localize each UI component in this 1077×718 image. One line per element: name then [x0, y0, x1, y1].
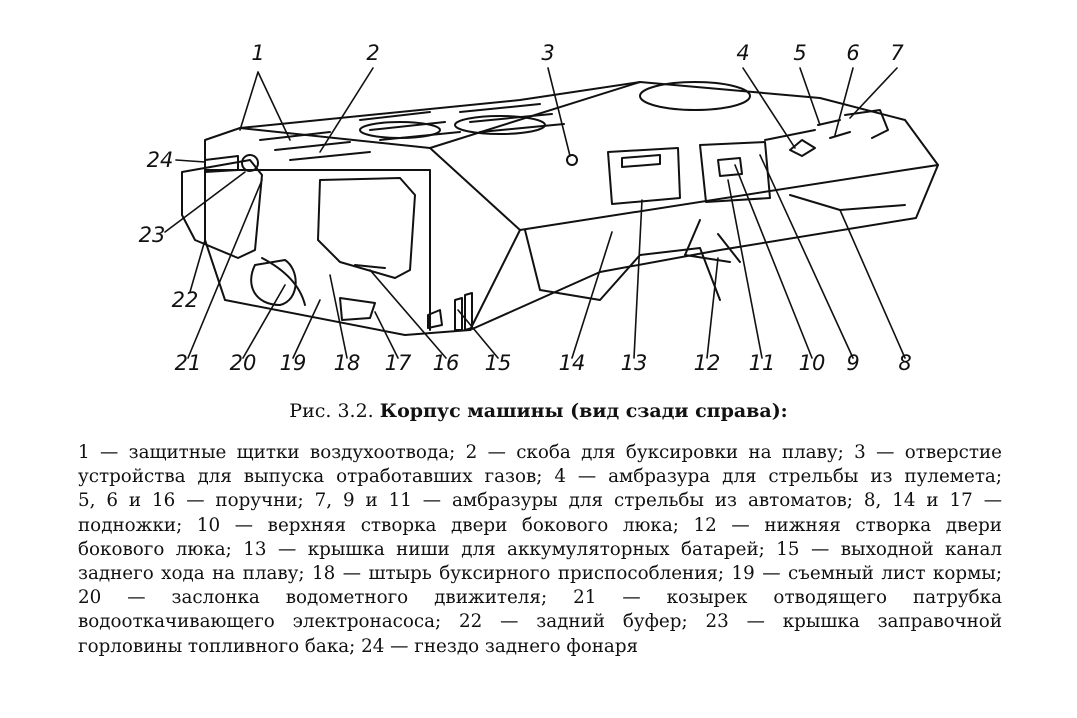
turret-hatch [639, 81, 751, 111]
callout-13: 13 [621, 351, 648, 375]
callout-1: 1 [251, 41, 264, 65]
callout-18: 18 [334, 351, 361, 375]
caption-title: Корпус машины (вид сзади справа): [379, 400, 788, 422]
armored-vehicle-hull-drawing: 1 2 3 4 5 6 7 24 23 22 21 20 19 18 17 16… [139, 41, 939, 375]
callout-7: 7 [890, 41, 904, 65]
callout-11: 11 [749, 351, 776, 375]
battery-niche-cover [607, 147, 681, 205]
legend-line: подножки; 10 — верхняя створка двери бок… [78, 514, 1002, 536]
callout-12: 12 [694, 351, 721, 375]
hull-outline [204, 81, 939, 336]
callout-2: 2 [366, 41, 379, 65]
callout-9: 9 [846, 351, 859, 375]
callout-19: 19 [280, 351, 307, 375]
callout-20: 20 [230, 351, 257, 375]
callout-10: 10 [799, 351, 826, 375]
callout-4: 4 [736, 41, 749, 65]
legend-line: 20 — заслонка водометного движителя; 21 … [78, 587, 1002, 609]
callout-24: 24 [147, 148, 174, 172]
legend-line: горловины топливного бака; 24 — гнездо з… [78, 635, 639, 657]
caption-prefix: Рис. 3.2. [289, 400, 374, 422]
legend-line: водооткачивающего электронасоса; 22 — за… [78, 611, 1002, 633]
callout-15: 15 [485, 351, 512, 375]
callout-23: 23 [139, 223, 166, 247]
legend-line: бокового люка; 13 — крышка ниши для акку… [78, 538, 1002, 560]
side-hatch [699, 141, 771, 203]
rear-panel-left [181, 159, 263, 259]
callout-17: 17 [385, 351, 412, 375]
water-jet-flap [250, 259, 297, 306]
callout-8: 8 [898, 351, 911, 375]
callout-16: 16 [433, 351, 460, 375]
callout-6: 6 [846, 41, 859, 65]
callout-5: 5 [793, 41, 806, 65]
callout-3: 3 [541, 41, 554, 65]
exhaust-hole [566, 154, 578, 166]
callout-21: 21 [175, 351, 202, 375]
figure-caption: Рис. 3.2. Корпус машины (вид сзади справ… [0, 400, 1077, 422]
air-outlet-grilles [259, 103, 565, 161]
legend-line: 5, 6 и 16 — поручни; 7, 9 и 11 — амбразу… [78, 490, 1002, 512]
legend-line: заднего хода на плаву; 18 — штырь буксир… [78, 563, 1002, 585]
callout-labels: 1 2 3 4 5 6 7 24 23 22 21 20 19 18 17 16… [139, 41, 912, 375]
legend-line: 1 — защитные щитки воздухоотвода; 2 — ск… [78, 442, 1002, 463]
rear-plate [204, 169, 431, 331]
callout-14: 14 [559, 351, 586, 375]
rear-panel-right [317, 177, 416, 279]
figure-legend: 1 — защитные щитки воздухоотвода; 2 — ск… [78, 441, 1002, 659]
callout-22: 22 [172, 288, 199, 312]
legend-line: устройства для выпуска отработавших газо… [78, 466, 1002, 488]
leader-lines [164, 67, 906, 359]
